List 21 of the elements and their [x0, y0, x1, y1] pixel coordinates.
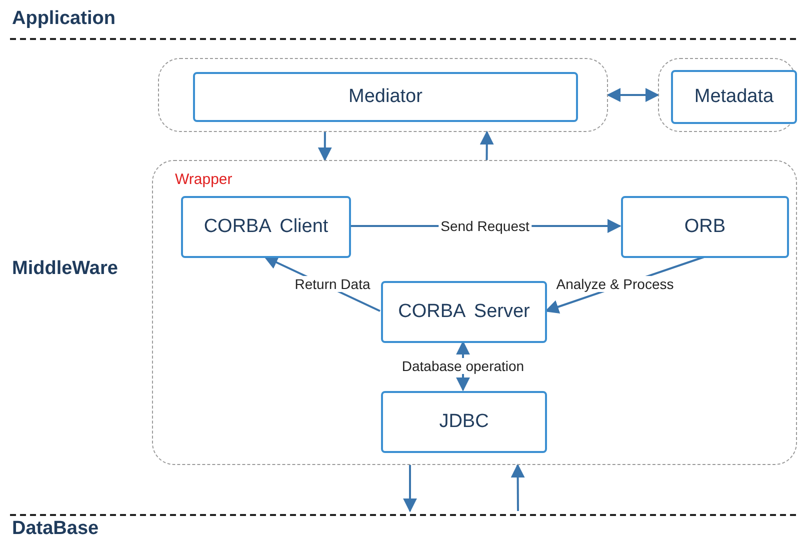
- layer-label: Application: [12, 8, 116, 30]
- layer-label: DataBase: [12, 518, 99, 540]
- arrow: [606, 88, 660, 102]
- process-box: JDBC: [381, 391, 547, 453]
- edge-label: Send Request: [438, 218, 532, 234]
- arrow: [403, 465, 417, 512]
- process-box: CORBA Server: [381, 281, 547, 343]
- group-frame: [152, 160, 797, 465]
- process-box: CORBA Client: [181, 196, 351, 258]
- layer-label: MiddleWare: [12, 258, 118, 280]
- process-box: Mediator: [193, 72, 578, 122]
- dashed-frame: [658, 58, 796, 132]
- edge-label: Return Data: [292, 276, 372, 292]
- dashed-frame: [158, 58, 608, 132]
- arrow: [510, 464, 525, 511]
- edge-label: Analyze & Process: [554, 276, 676, 292]
- process-box: Metadata: [671, 70, 797, 124]
- process-box: ORB: [621, 196, 789, 258]
- group-title: Wrapper: [175, 171, 232, 188]
- arrow: [318, 132, 332, 162]
- arrow: [480, 130, 494, 160]
